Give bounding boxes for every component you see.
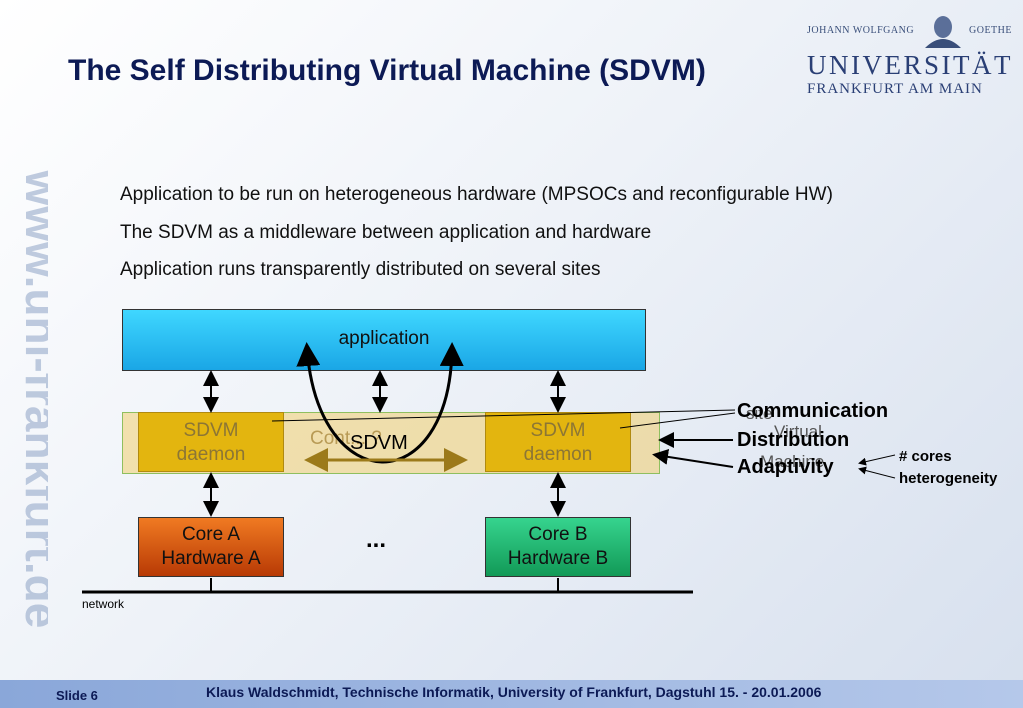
network-label: network [82,597,125,611]
virtual-label: Virtual [774,422,822,441]
logo-top-left: JOHANN WOLFGANG [807,25,915,36]
core-b-box: Core B Hardware B [485,517,631,577]
logo-city: FRANKFURT AM MAIN [807,81,983,97]
bullet-3: Application runs transparently distribut… [120,259,601,280]
daemon-a-line2: daemon [176,444,246,465]
ellipsis-dots: ... [366,526,387,553]
daemon-b-line2: daemon [523,444,593,465]
daemon-a-line1: SDVM [183,420,239,441]
university-logo: JOHANN WOLFGANG GOETHE UNIVERSITÄT FRANK… [799,14,1013,97]
daemon-b-line1: SDVM [530,420,586,441]
bullet-1: Application to be run on heterogeneous h… [120,184,833,205]
heterogeneity-arrow [858,466,896,479]
footer-text: Klaus Waldschmidt, Technische Informatik… [206,684,822,700]
communication-leader-2 [619,412,736,429]
heterogeneity-label: heterogeneity [899,470,998,487]
core-b-line1: Core B [528,524,588,545]
core-a-line1: Core A [181,524,241,545]
cores-arrow [858,454,896,466]
watermark-url: www.uni-frankfurt.de [16,170,48,628]
footer-bar [0,680,1023,708]
bullet-2: The SDVM as a middleware between applica… [120,222,652,243]
page-title: The Self Distributing Virtual Machine (S… [68,54,706,87]
goethe-portrait-icon [925,16,961,48]
sdvm-label: SDVM [350,432,408,454]
logo-top-right: GOETHE [969,25,1012,36]
adaptivity-arrow [652,448,734,468]
machine-label: Machine [760,452,825,471]
core-a-box: Core A Hardware A [138,517,284,577]
watermark-text: www.uni-frankfurt.de [16,170,48,628]
adaptivity-label: Adaptivity [737,456,834,478]
core-b-line2: Hardware B [507,548,609,569]
distribution-label: Distribution [737,429,850,451]
cores-label: # cores [899,448,952,465]
communication-label: Communication [737,400,889,422]
sdvm-daemon-a: SDVM daemon [138,412,284,472]
core-a-line2: Hardware A [161,548,261,569]
slide-number: Slide 6 [56,688,98,703]
logo-name: UNIVERSITÄT [807,50,1013,80]
center-faded-label: Cont... ? [310,428,382,449]
communication-leader-1 [271,409,736,422]
site-label: site [746,404,773,423]
